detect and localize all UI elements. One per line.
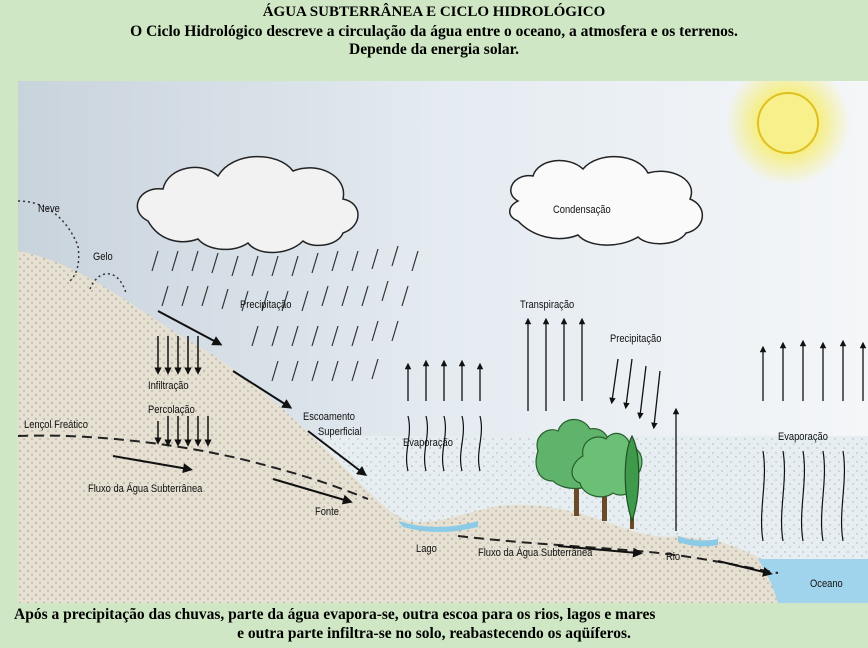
label-lencol-freatico: Lençol Freático	[24, 419, 88, 431]
label-rio: Rio	[666, 551, 681, 563]
groundwater-arrows	[112, 455, 773, 577]
infiltration-arrows	[154, 336, 212, 447]
label-fonte: Fonte	[315, 506, 339, 518]
label-fluxo-right: Fluxo da Água Subterrânea	[478, 547, 593, 559]
label-precipitacao-left: Precipitação	[240, 299, 292, 311]
cloud-left	[136, 155, 359, 254]
label-evaporacao-left: Evaporação	[403, 437, 453, 449]
label-transpiracao: Transpiração	[520, 299, 575, 311]
transpiration-arrows	[524, 317, 586, 411]
caption-line-2: e outra parte infiltra-se no solo, reaba…	[237, 625, 631, 642]
rain-left	[151, 245, 419, 382]
label-precipitacao-right: Precipitação	[610, 333, 662, 345]
label-neve: Neve	[38, 203, 60, 215]
caption-line-1: Após a precipitação das chuvas, parte da…	[14, 606, 656, 623]
ocean	[758, 559, 868, 603]
river	[678, 536, 718, 547]
label-oceano: Oceano	[810, 578, 843, 590]
trees	[535, 418, 643, 529]
label-evaporacao-right: Evaporação	[778, 431, 828, 443]
evaporation-right-arrows	[672, 339, 867, 531]
header: ÁGUA SUBTERRÂNEA E CICLO HIDROLÓGICO O C…	[0, 0, 868, 80]
diagram-illustration	[18, 81, 868, 603]
hydrologic-cycle-diagram: Neve Gelo Precipitação Infiltração Perco…	[18, 81, 868, 603]
lake	[398, 521, 478, 532]
subtitle-line-2: Depende da energia solar.	[349, 41, 519, 58]
label-escoamento: Escoamento	[303, 411, 355, 423]
label-condensacao: Condensação	[553, 204, 611, 216]
label-fluxo-left: Fluxo da Água Subterrânea	[88, 483, 203, 495]
runoff-arrows	[157, 310, 367, 477]
sun-icon	[726, 81, 850, 185]
subtitle-line-1: O Ciclo Hidrológico descreve a circulaçã…	[130, 23, 738, 40]
page-title: ÁGUA SUBTERRÂNEA E CICLO HIDROLÓGICO	[262, 4, 606, 20]
cloud-condensation	[509, 156, 703, 246]
label-infiltracao: Infiltração	[148, 380, 189, 392]
label-superficial: Superficial	[318, 426, 362, 438]
label-percolacao: Percolação	[148, 404, 195, 416]
label-lago: Lago	[416, 543, 437, 555]
precipitation-right-arrows	[609, 358, 661, 430]
label-gelo: Gelo	[93, 251, 113, 263]
evaporation-left-arrows	[404, 359, 484, 401]
